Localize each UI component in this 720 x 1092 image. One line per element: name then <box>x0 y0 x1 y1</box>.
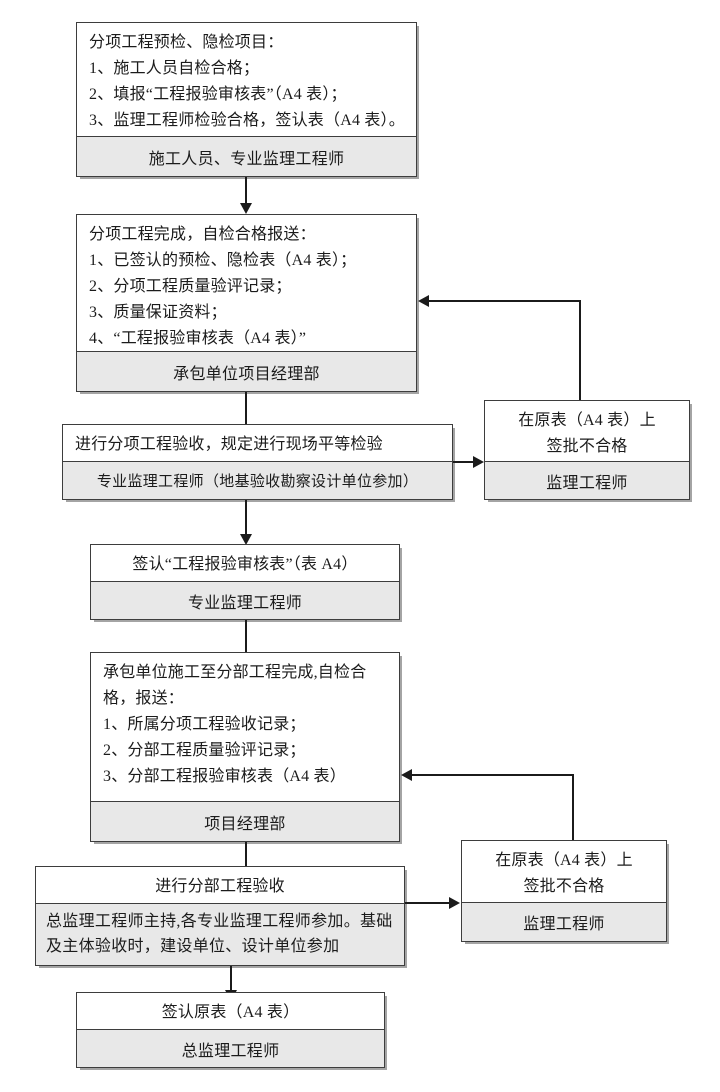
node-5-line-0: 承包单位施工至分部工程完成,自检合 <box>103 664 367 681</box>
node-2-line-1: 1、已签认的预检、隐检表（A4 表）； <box>89 251 357 269</box>
node-1-body: 分项工程预检、隐检项目： 1、施工人员自检合格； 2、填报“工程报验审核表”（A… <box>77 23 416 136</box>
node-1-line-0: 分项工程预检、隐检项目： <box>89 34 284 51</box>
edge-n2-to-n3-line <box>245 392 247 428</box>
node-subitem-pre-inspection[interactable]: 分项工程预检、隐检项目： 1、施工人员自检合格； 2、填报“工程报验审核表”（A… <box>76 22 417 177</box>
node-5-line-1: 格，报送： <box>103 689 185 707</box>
node-2-line-0: 分项工程完成，自检合格报送： <box>89 226 316 243</box>
edge-n4-to-n5-line <box>245 620 247 654</box>
node-2-line-3: 3、质量保证资料； <box>89 303 227 321</box>
edge-r2-feedback-hline <box>412 774 574 776</box>
node-2-body: 分项工程完成，自检合格报送： 1、已签认的预检、隐检表（A4 表）； 2、分项工… <box>77 215 416 351</box>
node-subitem-acceptance[interactable]: 进行分项工程验收，规定进行现场平等检验 专业监理工程师（地基验收勘察设计单位参加… <box>62 424 453 500</box>
edge-n3-to-r1-arrow <box>473 456 484 468</box>
node-7-body: 签认原表（A4 表） <box>77 993 384 1029</box>
node-5-line-3: 2、分部工程质量验评记录； <box>103 741 306 759</box>
node-6-line-0: 进行分部工程验收 <box>155 878 285 895</box>
node-2-actor: 承包单位项目经理部 <box>77 351 416 391</box>
node-3-actor: 专业监理工程师（地基验收勘察设计单位参加） <box>63 461 452 499</box>
node-1-line-3: 3、监理工程师检验合格，签认表（A4 表）。 <box>89 111 405 129</box>
right-node-1-body: 在原表（A4 表）上 签批不合格 <box>485 401 689 461</box>
right-node-1-line-0: 在原表（A4 表）上 <box>518 412 656 429</box>
right-node-2-line-0: 在原表（A4 表）上 <box>495 852 633 869</box>
node-5-line-2: 1、所属分项工程验收记录； <box>103 715 306 733</box>
edge-r1-feedback-hline <box>429 300 581 302</box>
edge-r1-feedback-vline <box>579 300 581 400</box>
edge-n3-to-r1-line <box>453 461 475 463</box>
right-node-1-line-1: 签批不合格 <box>546 437 628 455</box>
edge-r2-feedback-arrow <box>401 769 412 781</box>
node-7-actor: 总监理工程师 <box>77 1029 384 1067</box>
node-subitem-completed-submit[interactable]: 分项工程完成，自检合格报送： 1、已签认的预检、隐检表（A4 表）； 2、分项工… <box>76 214 417 392</box>
node-reject-stamp-division[interactable]: 在原表（A4 表）上 签批不合格 监理工程师 <box>461 840 667 942</box>
edge-n5-to-n6-line <box>245 842 247 868</box>
node-division-completed-submit[interactable]: 承包单位施工至分部工程完成,自检合 格，报送： 1、所属分项工程验收记录； 2、… <box>90 652 400 842</box>
node-2-line-4: 4、“工程报验审核表（A4 表）” <box>89 329 307 347</box>
node-1-line-2: 2、填报“工程报验审核表”（A4 表）； <box>89 85 347 103</box>
node-4-body: 签认“工程报验审核表”（表 A4） <box>91 545 399 581</box>
node-4-actor: 专业监理工程师 <box>91 581 399 619</box>
node-1-line-1: 1、施工人员自检合格； <box>89 59 260 77</box>
node-6-actor: 总监理工程师主持,各专业监理工程师参加。基础及主体验收时，建设单位、设计单位参加 <box>36 903 404 965</box>
node-5-body: 承包单位施工至分部工程完成,自检合 格，报送： 1、所属分项工程验收记录； 2、… <box>91 653 399 801</box>
node-sign-original-form[interactable]: 签认原表（A4 表） 总监理工程师 <box>76 992 385 1068</box>
node-division-acceptance[interactable]: 进行分部工程验收 总监理工程师主持,各专业监理工程师参加。基础及主体验收时，建设… <box>35 866 405 966</box>
node-1-actor: 施工人员、专业监理工程师 <box>77 136 416 176</box>
edge-n6-to-r2-arrow <box>449 897 460 909</box>
edge-n1-to-n2-line <box>245 177 247 205</box>
node-reject-stamp-subitem[interactable]: 在原表（A4 表）上 签批不合格 监理工程师 <box>484 400 690 500</box>
edge-r2-feedback-vline <box>572 774 574 840</box>
right-node-2-body: 在原表（A4 表）上 签批不合格 <box>462 841 666 902</box>
edge-n1-to-n2-arrow <box>240 203 252 214</box>
node-5-actor: 项目经理部 <box>91 801 399 841</box>
node-3-line-0: 进行分项工程验收，规定进行现场平等检验 <box>75 436 383 453</box>
right-node-1-actor: 监理工程师 <box>485 461 689 499</box>
node-sign-report-form[interactable]: 签认“工程报验审核表”（表 A4） 专业监理工程师 <box>90 544 400 620</box>
node-5-line-4: 3、分部工程报验审核表（A4 表） <box>103 767 346 785</box>
edge-r1-feedback-arrow <box>418 295 429 307</box>
node-4-line-0: 签认“工程报验审核表”（表 A4） <box>132 556 358 573</box>
right-node-2-actor: 监理工程师 <box>462 902 666 941</box>
node-7-line-0: 签认原表（A4 表） <box>161 1004 300 1021</box>
edge-n3-to-n4-line <box>245 500 247 536</box>
edge-n6-to-n7-line <box>230 966 232 992</box>
edge-n6-to-r2-line <box>405 902 451 904</box>
node-2-line-2: 2、分项工程质量验评记录； <box>89 277 292 295</box>
edge-n3-to-n4-arrow <box>240 534 252 545</box>
node-6-body: 进行分部工程验收 <box>36 867 404 903</box>
node-3-body: 进行分项工程验收，规定进行现场平等检验 <box>63 425 452 461</box>
right-node-2-line-1: 签批不合格 <box>523 877 605 895</box>
